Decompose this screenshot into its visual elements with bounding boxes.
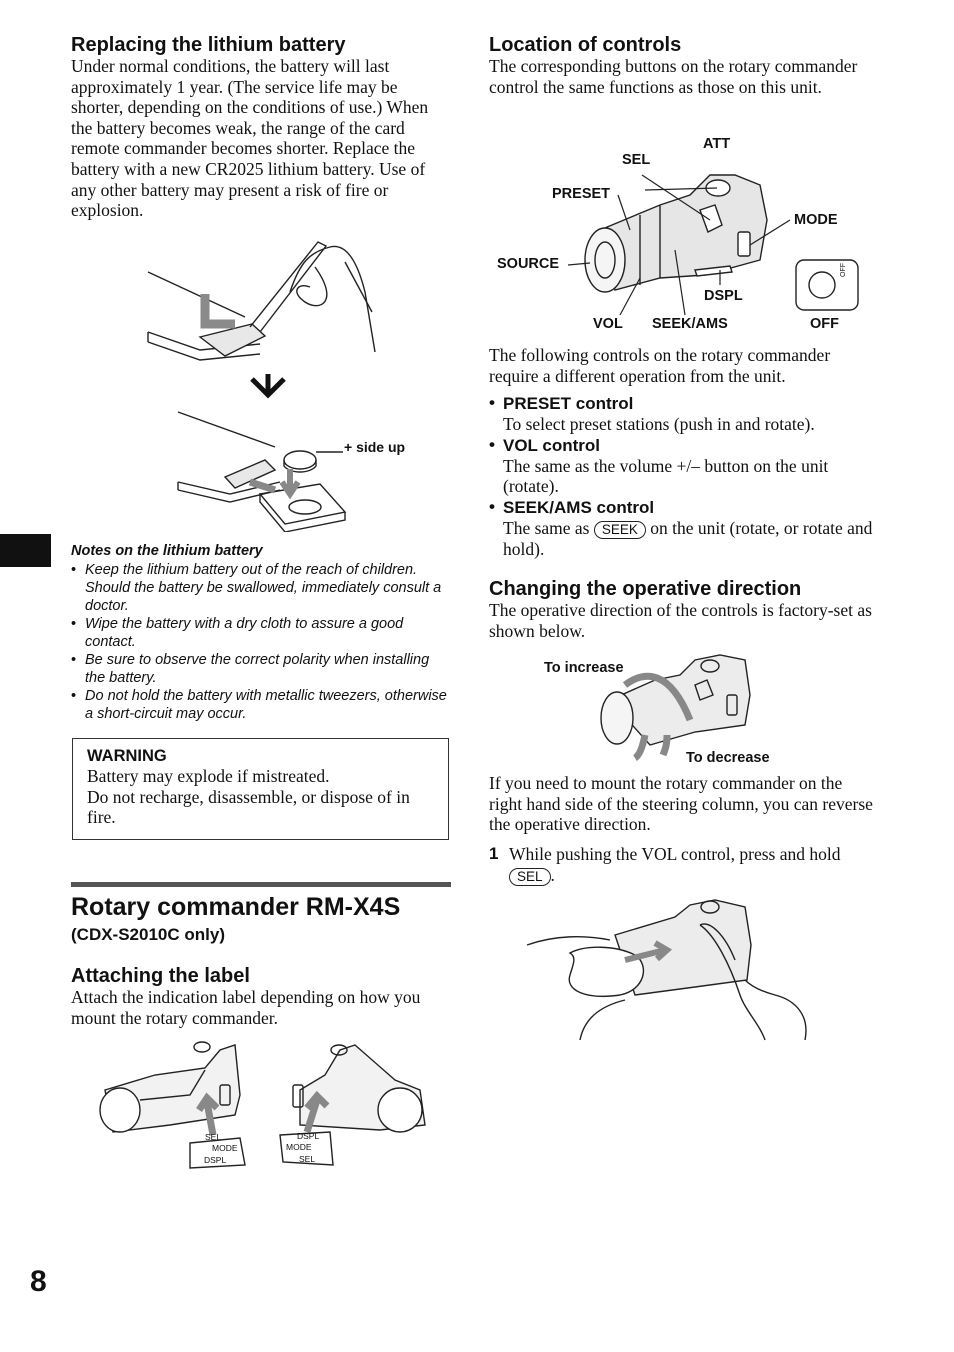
- control-desc: The same as SEEK on the unit (rotate, or…: [503, 518, 874, 560]
- note-item: Do not hold the battery with metallic tw…: [71, 687, 453, 723]
- label-vol: VOL: [593, 316, 623, 332]
- seek-key: SEEK: [593, 520, 646, 539]
- direction-heading: Changing the operative direction: [489, 578, 802, 600]
- attaching-label-heading: Attaching the label: [71, 965, 250, 987]
- off-switch-mark: OFF: [840, 263, 847, 277]
- warning-title: WARNING: [87, 747, 167, 765]
- notes-title: Notes on the lithium battery: [71, 543, 263, 559]
- label-seek-ams: SEEK/AMS: [652, 316, 728, 332]
- warning-line-2: Do not recharge, disassemble, or dispose…: [87, 786, 410, 828]
- tag-left-mode: MODE: [212, 1143, 238, 1153]
- rotary-subtitle: (CDX-S2010C only): [71, 925, 225, 944]
- label-sel: SEL: [622, 152, 651, 168]
- control-name: PRESET control: [503, 394, 634, 413]
- step-end: .: [550, 864, 555, 885]
- step-text: While pushing the VOL control, press and…: [509, 844, 841, 864]
- warning-line-1: Battery may explode if mistreated.: [87, 766, 330, 786]
- label-preset: PRESET: [552, 186, 611, 202]
- notes-list: Keep the lithium battery out of the reac…: [71, 561, 453, 723]
- tag-right-mode: MODE: [286, 1142, 312, 1152]
- note-item: Be sure to observe the correct polarity …: [71, 651, 453, 687]
- note-item: Keep the lithium battery out of the reac…: [71, 561, 453, 615]
- step-number: 1: [489, 844, 499, 863]
- direction-paragraph: The operative direction of the controls …: [489, 600, 872, 641]
- location-paragraph: The corresponding buttons on the rotary …: [489, 56, 858, 97]
- label-mode: MODE: [794, 212, 838, 228]
- section-rule: [71, 882, 451, 887]
- battery-heading: Replacing the lithium battery: [71, 34, 346, 56]
- to-increase-label: To increase: [544, 660, 624, 676]
- location-heading: Location of controls: [489, 34, 682, 56]
- control-desc: To select preset stations (push in and r…: [503, 414, 815, 434]
- bullet-mark: •: [489, 393, 495, 412]
- page-number: 8: [30, 1265, 47, 1298]
- battery-paragraph: Under normal conditions, the battery wil…: [71, 56, 429, 221]
- press-sel-hand-illustration: [526, 899, 807, 1041]
- control-item-preset: • PRESET control To select preset statio…: [489, 393, 874, 435]
- rotary-commander-controls-illustration: [567, 174, 859, 316]
- plus-side-up-label: + side up: [344, 439, 406, 455]
- following-paragraph: The following controls on the rotary com…: [489, 345, 831, 386]
- control-item-vol: • VOL control The same as the volume +/–…: [489, 435, 874, 497]
- control-desc: The same as the volume +/– button on the…: [503, 455, 829, 497]
- label-source: SOURCE: [497, 256, 560, 272]
- control-name: SEEK/AMS control: [503, 497, 655, 517]
- tag-left-dspl: DSPL: [204, 1155, 227, 1165]
- seek-desc-post: on the unit (rotate, or rotate and hold)…: [503, 517, 873, 559]
- operative-direction-illustration: [600, 654, 751, 761]
- control-item-seek: • SEEK/AMS control The same as SEEK on t…: [489, 497, 874, 560]
- label-dspl: DSPL: [704, 288, 743, 304]
- tag-left-sel: SEL: [205, 1132, 222, 1142]
- label-off: OFF: [810, 316, 839, 332]
- label-att: ATT: [703, 136, 731, 152]
- sel-key: SEL: [509, 867, 551, 886]
- label-attachment-illustration: [99, 1041, 426, 1169]
- attaching-label-paragraph: Attach the indication label depending on…: [71, 987, 421, 1028]
- seek-desc-pre: The same as: [503, 517, 590, 538]
- rotary-title: Rotary commander RM-X4S: [71, 893, 401, 921]
- to-decrease-label: To decrease: [686, 750, 770, 766]
- tag-right-sel: SEL: [299, 1154, 316, 1164]
- direction-paragraph-2: If you need to mount the rotary commande…: [489, 773, 873, 835]
- bullet-mark: •: [489, 496, 495, 516]
- bullet-mark: •: [489, 434, 495, 454]
- step-1: 1 While pushing the VOL control, press a…: [489, 844, 874, 886]
- battery-replacement-illustration: [147, 241, 376, 532]
- tag-right-dspl: DSPL: [297, 1131, 320, 1141]
- note-item: Wipe the battery with a dry cloth to ass…: [71, 615, 453, 651]
- control-name: VOL control: [503, 435, 600, 455]
- warning-box: WARNING Battery may explode if mistreate…: [72, 738, 449, 840]
- section-tab-marker: [0, 534, 51, 567]
- controls-list: • PRESET control To select preset statio…: [489, 393, 874, 559]
